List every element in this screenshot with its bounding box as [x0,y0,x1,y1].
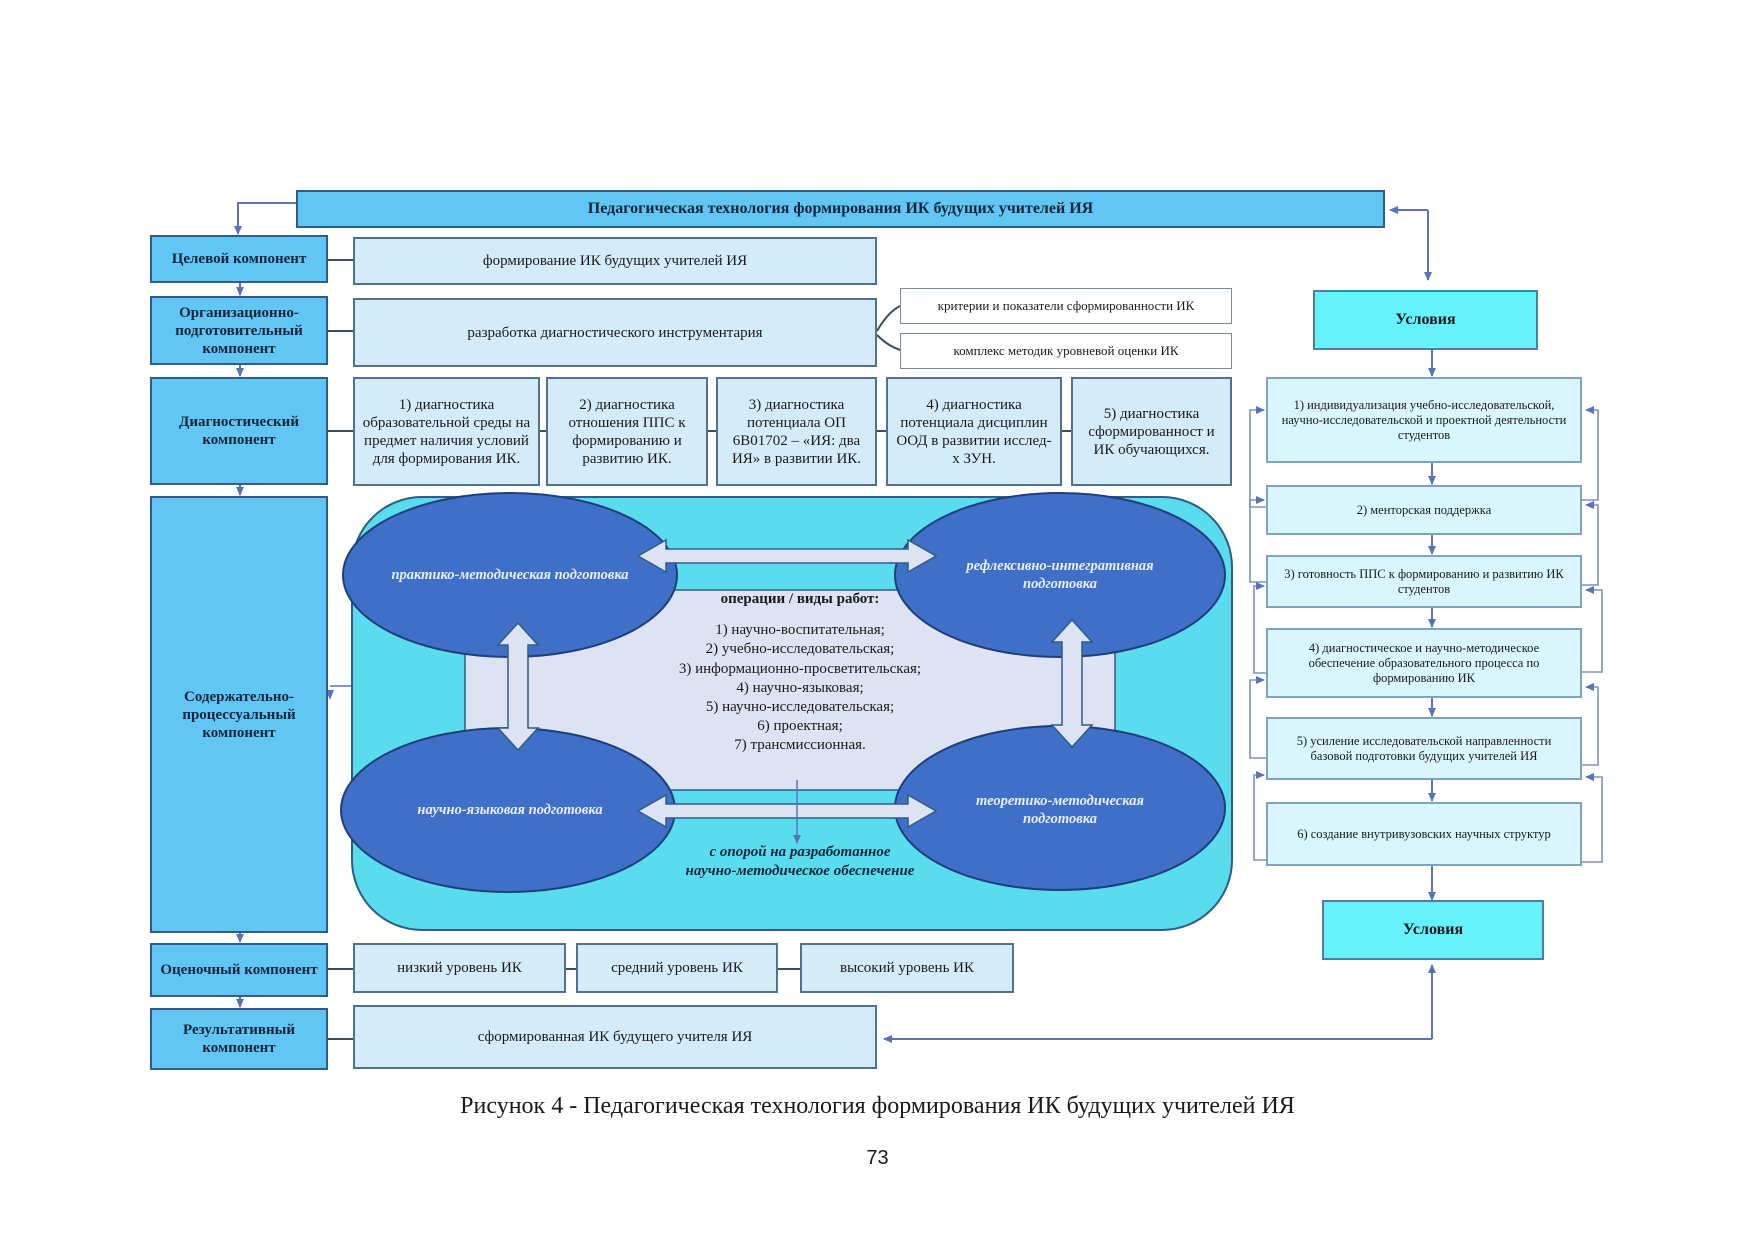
evaluation-level-high: высокий уровень ИК [800,943,1014,993]
operation-item: 6) проектная; [757,718,843,735]
condition-item: 2) менторская поддержка [1266,485,1582,535]
operation-item: 3) информационно-просветительская; [678,660,922,677]
component-content: Содержательно-процессуальный компонент [150,496,328,933]
double-arrow-bottom [636,793,938,829]
condition-item: 6) создание внутривузовских научных стру… [1266,802,1582,866]
diagram-title: Педагогическая технология формирования И… [296,190,1385,228]
ellipse-reflexive-label: рефлексивно-интегративная подготовка [966,557,1154,592]
org-main-box: разработка диагностического инструментар… [353,298,877,367]
double-arrow-right [1050,618,1094,749]
condition-item: 4) диагностическое и научно-методическое… [1266,628,1582,698]
operation-item: 5) научно-исследовательская; [705,698,895,715]
org-sub-methods: комплекс методик уровневой оценки ИК [900,333,1232,369]
condition-item: 1) индивидуализация учебно-исследователь… [1266,377,1582,463]
result-box: сформированная ИК будущего учителя ИЯ [353,1005,877,1069]
component-target: Целевой компонент [150,235,328,283]
double-arrow-left [496,621,540,752]
operation-item: 4) научно-языковая; [736,679,864,696]
diagnostic-item: 5) диагностика сформированност и ИК обуч… [1071,377,1232,486]
operations-title: операции / виды работ: [720,591,880,607]
page-number: 73 [866,1147,889,1169]
component-diagnostic: Диагностический компонент [150,377,328,485]
title-to-target-connector [234,202,296,235]
support-line: научно-методическое обеспечение [685,862,915,879]
operation-item: 1) научно-воспитательная; [715,622,885,639]
ellipse-linguistic-label: научно-языковая подготовка [417,801,603,818]
diagnostic-item: 2) диагностика отношения ППС к формирова… [546,377,708,486]
figure-caption: Рисунок 4 - Педагогическая технология фо… [460,1093,1295,1119]
conditions-bottom: Условия [1322,900,1544,960]
diagnostic-item: 4) диагностика потенциала дисциплин ООД … [886,377,1062,486]
operation-item: 2) учебно-исследовательская; [705,641,895,658]
evaluation-level-low: низкий уровень ИК [353,943,566,993]
condition-item: 5) усиление исследовательской направленн… [1266,717,1582,780]
double-arrow-top [636,538,938,574]
component-evaluation: Оценочный компонент [150,943,328,997]
support-line: с опорой на разработанное [709,844,891,860]
target-box: формирование ИК будущих учителей ИЯ [353,237,877,285]
condition-item: 3) готовность ППС к формированию и разви… [1266,555,1582,608]
ellipse-theoretical-label: теоретико-методическая подготовка [976,792,1144,827]
support-text: с опорой на разработанное научно-методич… [620,843,980,881]
operations-list: операции / виды работ: 1) научно-воспита… [620,590,980,756]
org-sub-criteria: критерии и показатели сформированности И… [900,288,1232,324]
conditions-top: Условия [1313,290,1538,350]
evaluation-level-medium: средний уровень ИК [576,943,778,993]
ellipse-practical-label: практико-методическая подготовка [391,566,629,583]
diagnostic-item: 3) диагностика потенциала ОП 6В01702 – «… [716,377,877,486]
operation-item: 7) трансмиссионная. [734,737,866,754]
component-organizational: Организационно-подготовительный компонен… [150,296,328,365]
component-result: Результативный компонент [150,1008,328,1070]
diagnostic-item: 1) диагностика образовательной среды на … [353,377,540,486]
ellipse-reflexive [894,492,1226,658]
